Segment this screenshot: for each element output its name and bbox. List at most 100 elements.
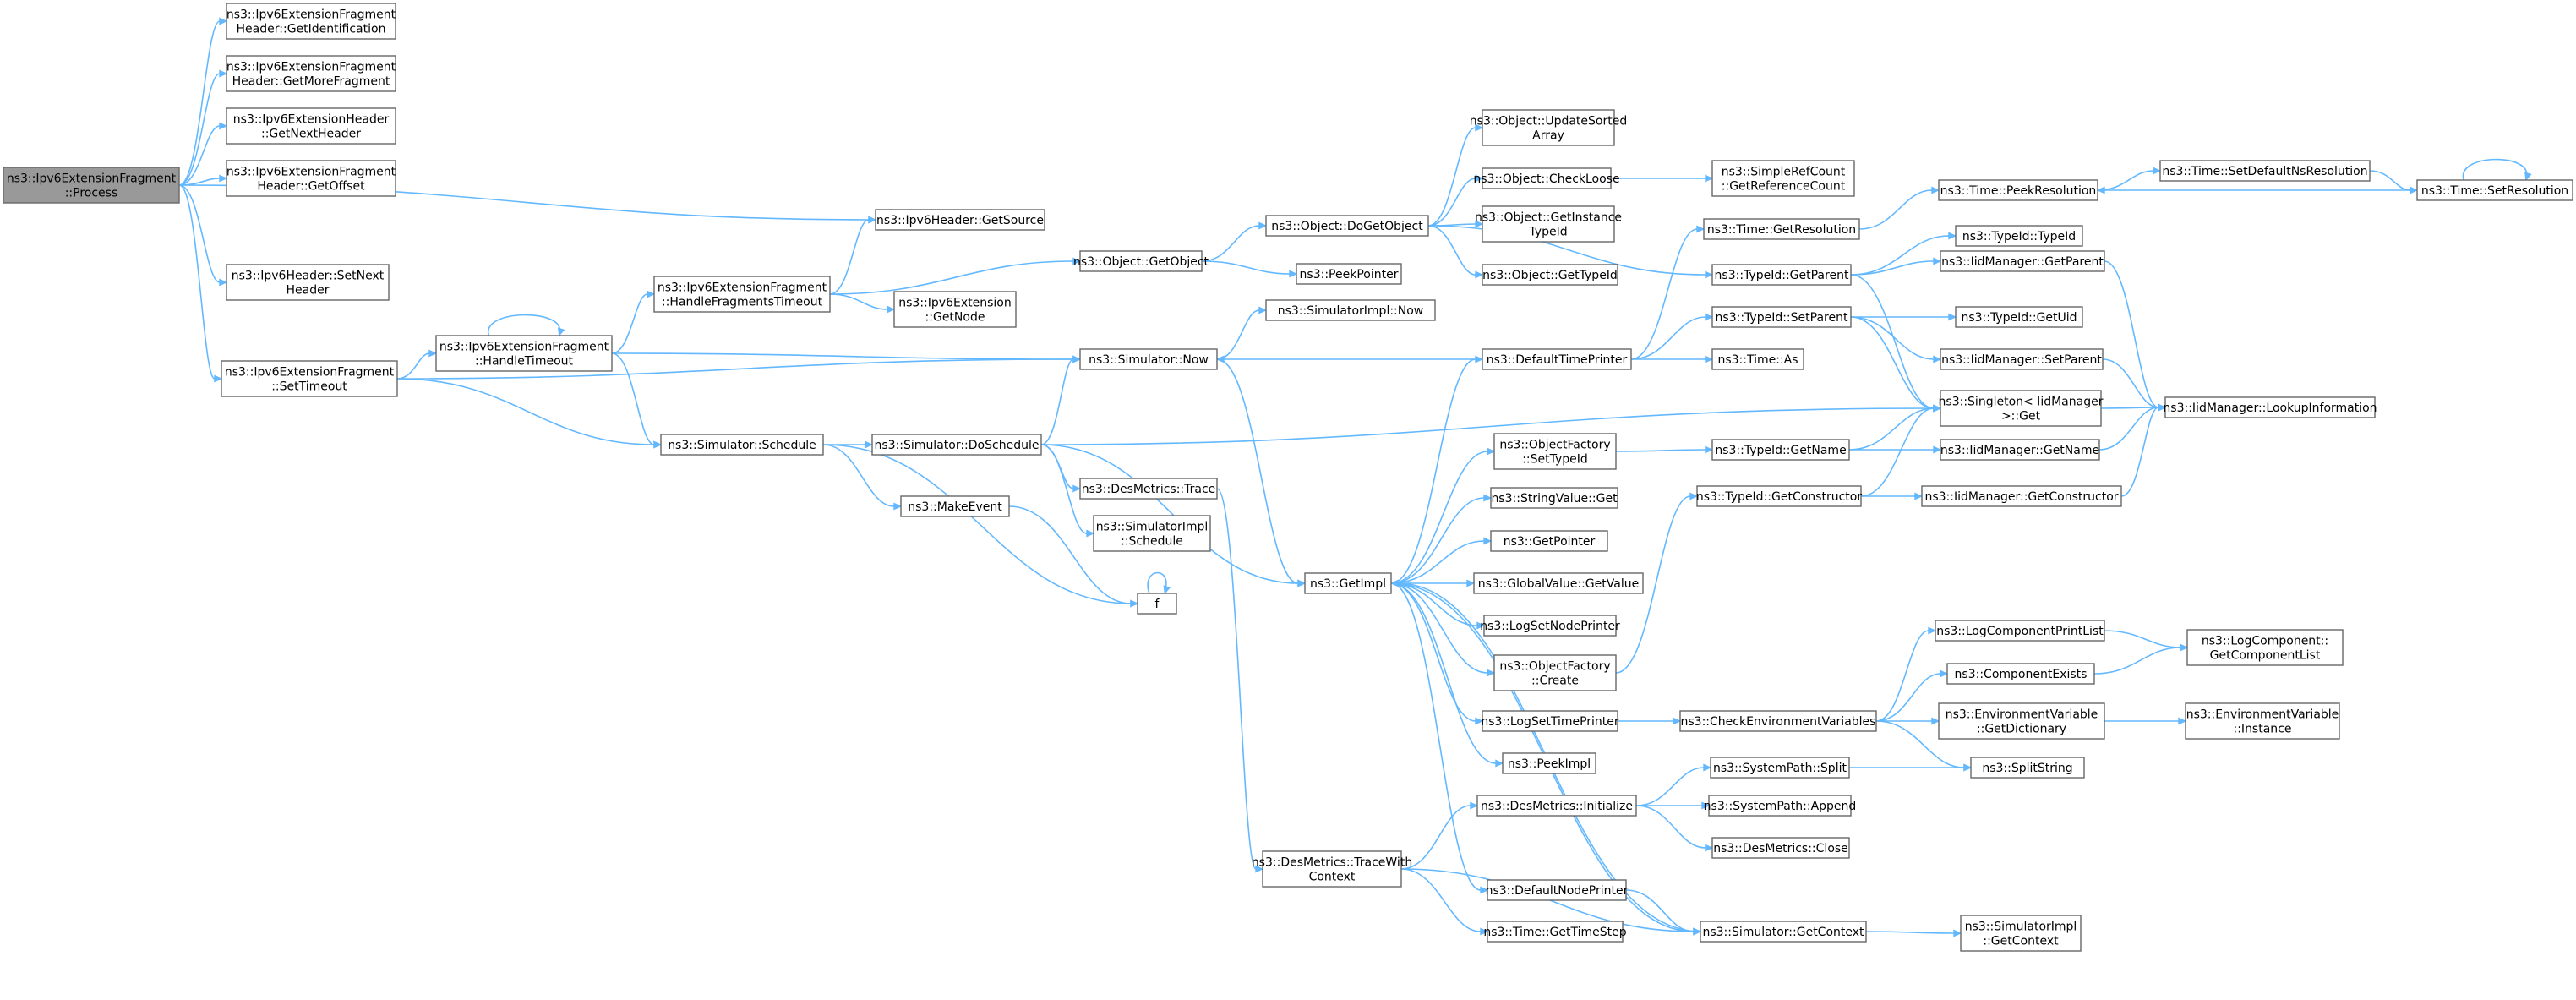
node-ns3-peekpointer[interactable]: ns3::PeekPointer (1296, 263, 1402, 285)
node-ns3-simulator-now[interactable]: ns3::Simulator::Now (1079, 348, 1218, 370)
node-ns3-typeid-typeid[interactable]: ns3::TypeId::TypeId (1955, 225, 2083, 247)
edge-n22-n31 (1390, 537, 1493, 584)
node-ns3-systempath-append[interactable]: ns3::SystemPath::Append (1704, 795, 1857, 817)
node-label: ns3::IidManager::GetParent (1941, 255, 2104, 269)
edge-line (1635, 805, 1706, 849)
node-label: ns3::IidManager::LookupInformation (2163, 402, 2377, 415)
node-ns3-singleton-iidmanager-get[interactable]: ns3::Singleton< IidManager >::Get (1939, 390, 2104, 427)
node-ns3-simulatorimpl-getcontext[interactable]: ns3::SimulatorImpl::GetContext (1960, 915, 2082, 952)
node-ns3-peekimpl[interactable]: ns3::PeekImpl (1502, 752, 1596, 774)
node-ns3-object-checkloose[interactable]: ns3::Object::CheckLoose (1473, 167, 1620, 189)
edge-line (488, 314, 560, 336)
node-ns3-time-setresolution[interactable]: ns3::Time::SetResolution (2416, 179, 2573, 201)
node-label: TypeId (1528, 226, 1567, 239)
node-label: ns3::Ipv6ExtensionFragment (226, 8, 396, 22)
node-ns3-object-dogetobject[interactable]: ns3::Object::DoGetObject (1265, 215, 1429, 237)
node-ns3-environmentvariable-instance[interactable]: ns3::EnvironmentVariable::Instance (2185, 702, 2340, 740)
node-label: Header::GetMoreFragment (232, 75, 390, 89)
node-label: ns3::LogSetTimePrinter (1481, 715, 1619, 729)
node-ns3-typeid-getname[interactable]: ns3::TypeId::GetName (1711, 439, 1850, 461)
node-ns3-objectfactory-settypeid[interactable]: ns3::ObjectFactory::SetTypeId (1493, 433, 1617, 470)
node-ns3-ipv6extensionfragment-handlefragmentstimeout[interactable]: ns3::Ipv6ExtensionFragment::HandleFragme… (653, 276, 831, 313)
node-ns3-desmetrics-initialize[interactable]: ns3::DesMetrics::Initialize (1476, 795, 1637, 817)
edge-n29-n45 (1615, 445, 1714, 454)
node-ns3-ipv6extension-getnode[interactable]: ns3::Ipv6Extension::GetNode (893, 291, 1017, 328)
node-ns3-environmentvariable-getdictionary[interactable]: ns3::EnvironmentVariable::GetDictionary (1938, 702, 2105, 740)
edge-arrowhead (2180, 643, 2189, 652)
node-ns3-stringvalue-get[interactable]: ns3::StringValue::Get (1490, 487, 1618, 509)
node-ns3-simplerefcount-getreferencecount[interactable]: ns3::SimpleRefCount::GetReferenceCount (1711, 160, 1855, 197)
node-ns3-ipv6extensionfragmentheader-getmorefragment[interactable]: ns3::Ipv6ExtensionFragmentHeader::GetMor… (226, 55, 396, 92)
node-ns3-time-getresolution[interactable]: ns3::Time::GetResolution (1703, 218, 1860, 240)
node-ns3-desmetrics-close[interactable]: ns3::DesMetrics::Close (1711, 837, 1850, 859)
node-ns3-ipv6extensionheader-getnextheader[interactable]: ns3::Ipv6ExtensionHeader::GetNextHeader (226, 107, 396, 145)
node-ns3-time-as[interactable]: ns3::Time::As (1711, 348, 1804, 370)
node-ns3-time-gettimestep[interactable]: ns3::Time::GetTimeStep (1483, 921, 1627, 943)
node-box (900, 495, 1010, 517)
edge-line (1875, 720, 1965, 768)
edge-arrowhead (1483, 537, 1493, 545)
node-ns3-iidmanager-lookupinformation[interactable]: ns3::IidManager::LookupInformation (2163, 396, 2377, 418)
edge-line (2104, 630, 2181, 648)
edge-line (1008, 505, 1132, 604)
node-ns3-ipv6extensionfragment-settimeout[interactable]: ns3::Ipv6ExtensionFragment::SetTimeout (221, 360, 398, 397)
node-ns3-time-peekresolution[interactable]: ns3::Time::PeekResolution (1938, 179, 2098, 201)
edge-line (1390, 358, 1476, 584)
node-box (1262, 850, 1402, 888)
node-ns3-typeid-getuid[interactable]: ns3::TypeId::GetUid (1955, 306, 2083, 328)
node-ns3-defaulttimeprinter[interactable]: ns3::DefaultTimePrinter (1482, 348, 1632, 370)
node-label: ns3::Time::PeekResolution (1940, 184, 2097, 198)
node-ns3-defaultnodeprinter[interactable]: ns3::DefaultNodePrinter (1486, 879, 1629, 901)
node-ns3-typeid-getparent[interactable]: ns3::TypeId::GetParent (1711, 264, 1852, 286)
node-ns3-time-setdefaultnsresolution[interactable]: ns3::Time::SetDefaultNsResolution (2159, 160, 2371, 182)
node-ns3-typeid-setparent[interactable]: ns3::TypeId::SetParent (1711, 306, 1852, 328)
node-ns3-systempath-split[interactable]: ns3::SystemPath::Split (1710, 757, 1850, 779)
node-ns3-ipv6extensionfragmentheader-getoffset[interactable]: ns3::Ipv6ExtensionFragmentHeader::GetOff… (226, 160, 396, 197)
node-ns3-componentexists[interactable]: ns3::ComponentExists (1946, 663, 2095, 685)
node-ns3-getimpl[interactable]: ns3::GetImpl (1304, 572, 1392, 594)
edge-n45-n58 (1849, 445, 1942, 454)
edge-arrowhead (1072, 257, 1082, 265)
node-box (1304, 572, 1392, 594)
node-ns3-typeid-getconstructor[interactable]: ns3::TypeId::GetConstructor (1696, 485, 1862, 507)
node-f[interactable]: f (1137, 593, 1177, 615)
node-ns3-globalvalue-getvalue[interactable]: ns3::GlobalValue::GetValue (1473, 572, 1644, 594)
edge-arrowhead (1705, 270, 1714, 279)
node-label: ns3::Object::DoGetObject (1271, 220, 1423, 233)
node-ns3-logcomponent-getcomponentlist[interactable]: ns3::LogComponent::GetComponentList (2186, 629, 2344, 666)
node-ns3-logsettimeprinter[interactable]: ns3::LogSetTimePrinter (1481, 710, 1619, 732)
node-ns3-object-getobject[interactable]: ns3::Object::GetObject (1073, 250, 1209, 272)
node-ns3-simulator-getcontext[interactable]: ns3::Simulator::GetContext (1700, 921, 1867, 943)
node-label: ns3::SystemPath::Append (1704, 800, 1857, 813)
node-ns3-simulator-schedule[interactable]: ns3::Simulator::Schedule (660, 434, 824, 456)
node-ns3-iidmanager-getparent[interactable]: ns3::IidManager::GetParent (1940, 250, 2105, 272)
node-ns3-objectfactory-create[interactable]: ns3::ObjectFactory::Create (1493, 654, 1617, 691)
edge-arrowhead (868, 216, 877, 224)
node-ns3-object-gettypeid[interactable]: ns3::Object::GetTypeId (1482, 264, 1618, 286)
edge-arrowhead (1487, 447, 1496, 456)
node-ns3-simulator-doschedule[interactable]: ns3::Simulator::DoSchedule (871, 434, 1042, 456)
node-ns3-iidmanager-setparent[interactable]: ns3::IidManager::SetParent (1940, 348, 2104, 370)
node-ns3-splitstring[interactable]: ns3::SplitString (1970, 757, 2085, 779)
node-ns3-ipv6extensionfragment-handletimeout[interactable]: ns3::Ipv6ExtensionFragment::HandleTimeou… (435, 335, 613, 372)
node-ns3-ipv6header-getsource[interactable]: ns3::Ipv6Header::GetSource (875, 209, 1045, 231)
node-ns3-ipv6extensionfragmentheader-getidentification[interactable]: ns3::Ipv6ExtensionFragmentHeader::GetIde… (226, 3, 396, 40)
node-ns3-checkenvironmentvariables[interactable]: ns3::CheckEnvironmentVariables (1679, 710, 1877, 732)
node-ns3-getpointer[interactable]: ns3::GetPointer (1490, 530, 1608, 552)
node-ns3-iidmanager-getname[interactable]: ns3::IidManager::GetName (1940, 439, 2100, 461)
node-ns3-simulatorimpl-now[interactable]: ns3::SimulatorImpl::Now (1265, 299, 1436, 321)
node-ns3-makeevent[interactable]: ns3::MakeEvent (900, 495, 1010, 517)
edge-line (1850, 260, 1935, 276)
node-ns3-logcomponentprintlist[interactable]: ns3::LogComponentPrintList (1935, 620, 2105, 642)
node-ns3-desmetrics-trace[interactable]: ns3::DesMetrics::Trace (1079, 478, 1218, 500)
node-ns3-logsetnodeprinter[interactable]: ns3::LogSetNodePrinter (1480, 615, 1620, 637)
node-ns3-simulatorimpl-schedule[interactable]: ns3::SimulatorImpl::Schedule (1093, 515, 1211, 552)
node-label: ns3::SystemPath::Split (1713, 762, 1847, 775)
node-ns3-iidmanager-getconstructor[interactable]: ns3::IidManager::GetConstructor (1921, 485, 2122, 507)
node-ns3-ipv6extensionfragment-process[interactable]: ns3::Ipv6ExtensionFragment::Process (3, 167, 180, 204)
node-label: ::Instance (2234, 723, 2292, 736)
